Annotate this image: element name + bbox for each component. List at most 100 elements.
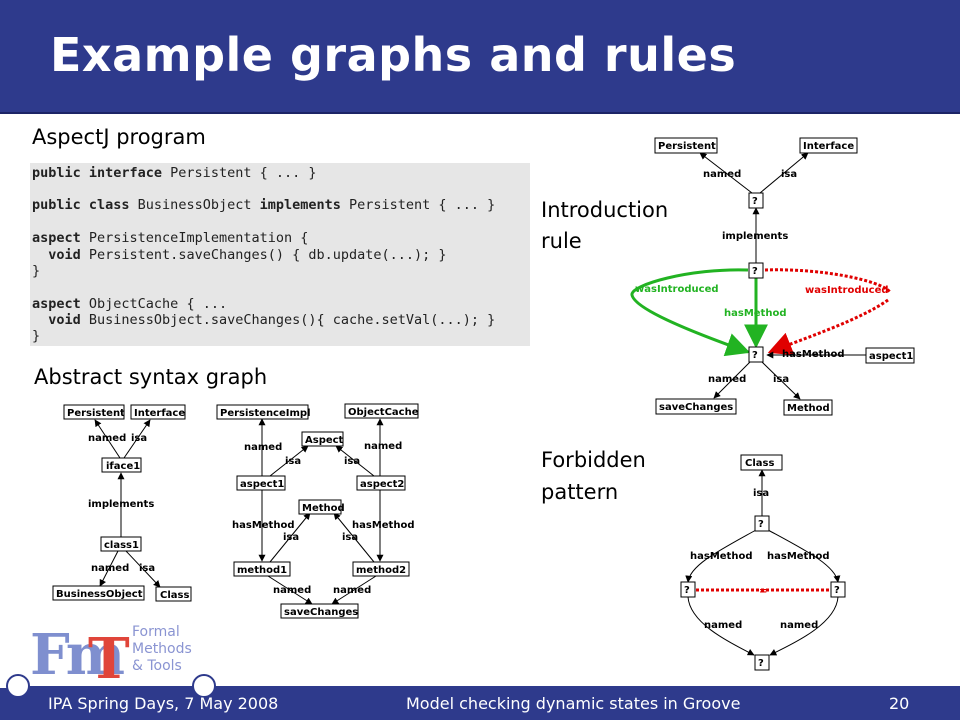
code-line: void BusinessObject.saveChanges(){ cache… [32, 312, 496, 328]
svg-text:aspect2: aspect2 [360, 479, 404, 490]
asg-node-objectcache: ObjectCache [344, 403, 419, 419]
svg-text:Persistent: Persistent [658, 141, 716, 152]
svg-text:isa: isa [131, 433, 147, 444]
svg-text:method2: method2 [356, 565, 406, 576]
slide-title: Example graphs and rules [50, 28, 737, 82]
asg-node-class: Class [155, 586, 192, 602]
asg-nodes: Persistent Interface iface1 class1 Busin… [52, 403, 419, 619]
svg-text:hasMethod: hasMethod [352, 520, 414, 531]
svg-text:named: named [364, 441, 402, 452]
logo-t: T [88, 626, 130, 692]
forbidden-label-2: pattern [541, 480, 619, 504]
intro-node-q1: ? [748, 192, 764, 209]
asg-node-aspect2: aspect2 [356, 475, 406, 491]
svg-text:saveChanges: saveChanges [659, 402, 733, 413]
footer-circle-left [6, 674, 30, 698]
svg-text:implements: implements [722, 231, 788, 242]
code-block: public interface Persistent { ... } publ… [30, 163, 530, 346]
svg-text:named: named [91, 563, 129, 574]
svg-text:Interface: Interface [803, 141, 854, 152]
svg-text:Persistent: Persistent [67, 408, 125, 419]
svg-text:iface1: iface1 [106, 461, 140, 472]
footer-circle-right [192, 674, 216, 698]
title-bar [0, 0, 960, 114]
aspectj-label: AspectJ program [32, 125, 206, 149]
code-line: public class BusinessObject implements P… [32, 197, 496, 213]
svg-text:PersistenceImpl: PersistenceImpl [220, 408, 311, 419]
svg-text:?: ? [834, 585, 840, 596]
intro-nodes: Persistent Interface ? ? ? aspect1 saveC… [654, 137, 915, 416]
svg-text:isa: isa [753, 488, 769, 499]
svg-text:Interface: Interface [134, 408, 185, 419]
svg-text:=: = [759, 586, 767, 597]
forbidden-label-1: Forbidden [541, 448, 646, 472]
asg-node-aspect: Aspect [301, 431, 344, 447]
asg-node-persistent: Persistent [63, 404, 125, 420]
svg-text:Method: Method [302, 503, 345, 514]
code-line: } [32, 328, 41, 344]
asg-node-iface1: iface1 [101, 457, 142, 473]
asg-node-method: Method [298, 499, 345, 515]
footer-topic: Model checking dynamic states in Groove [406, 694, 741, 713]
asg-node-class1: class1 [100, 536, 142, 552]
code-line: } [32, 263, 41, 279]
syntax-graph-label: Abstract syntax graph [34, 365, 268, 389]
logo-words: Formal Methods & Tools [132, 624, 192, 674]
svg-text:named: named [88, 433, 126, 444]
svg-text:named: named [333, 585, 371, 596]
footer-event: IPA Spring Days, 7 May 2008 [48, 694, 279, 713]
forbidden-node-q-right: ? [830, 581, 846, 598]
svg-text:wasIntroduced: wasIntroduced [805, 285, 889, 296]
forbidden-node-class: Class [740, 454, 783, 471]
svg-text:isa: isa [285, 456, 301, 467]
svg-text:?: ? [758, 658, 764, 669]
svg-text:?: ? [752, 350, 758, 361]
page-number: 20 [889, 694, 910, 713]
svg-text:isa: isa [342, 532, 358, 543]
forbidden-node-q-bottom: ? [754, 654, 770, 671]
svg-text:aspect1: aspect1 [869, 351, 913, 362]
asg-edge-labels: named isa implements named isa named isa… [88, 433, 414, 596]
intro-edges [630, 152, 892, 400]
svg-text:Class: Class [745, 458, 774, 469]
code-line: void Persistent.saveChanges() { db.updat… [32, 247, 447, 263]
svg-text:method1: method1 [237, 565, 287, 576]
svg-text:hasMethod: hasMethod [690, 551, 752, 562]
intro-edge-labels: named isa implements wasIntroduced wasIn… [635, 169, 889, 385]
svg-text:named: named [244, 442, 282, 453]
svg-text:implements: implements [88, 499, 154, 510]
forbidden-node-q-left: ? [680, 581, 696, 598]
svg-text:isa: isa [773, 374, 789, 385]
asg-node-savechanges: saveChanges [280, 603, 359, 619]
svg-text:hasMethod: hasMethod [232, 520, 294, 531]
forbidden-edges [685, 469, 841, 656]
logo-fm: Fm [30, 622, 125, 688]
asg-node-method1: method1 [233, 561, 291, 577]
intro-node-aspect1: aspect1 [865, 347, 915, 364]
svg-text:Method: Method [787, 403, 830, 414]
svg-text:isa: isa [139, 563, 155, 574]
intro-label-2: rule [541, 229, 582, 253]
svg-text:aspect1: aspect1 [240, 479, 284, 490]
svg-text:named: named [703, 169, 741, 180]
intro-node-q3: ? [748, 346, 764, 363]
svg-text:Aspect: Aspect [305, 435, 344, 446]
svg-text:isa: isa [283, 532, 299, 543]
svg-text:isa: isa [344, 456, 360, 467]
code-line: public interface Persistent { ... } [32, 165, 317, 181]
svg-text:BusinessObject: BusinessObject [56, 589, 143, 600]
code-line: aspect ObjectCache { ... [32, 296, 228, 312]
asg-node-persistenceimpl: PersistenceImpl [216, 404, 311, 420]
svg-text:?: ? [758, 519, 764, 530]
svg-text:isa: isa [781, 169, 797, 180]
svg-text:hasMethod: hasMethod [782, 349, 844, 360]
svg-text:?: ? [752, 196, 758, 207]
svg-text:Class: Class [160, 590, 189, 601]
svg-text:?: ? [752, 266, 758, 277]
footer-rule [18, 686, 960, 688]
svg-text:named: named [708, 374, 746, 385]
svg-text:named: named [780, 620, 818, 631]
svg-text:named: named [273, 585, 311, 596]
svg-text:hasMethod: hasMethod [767, 551, 829, 562]
